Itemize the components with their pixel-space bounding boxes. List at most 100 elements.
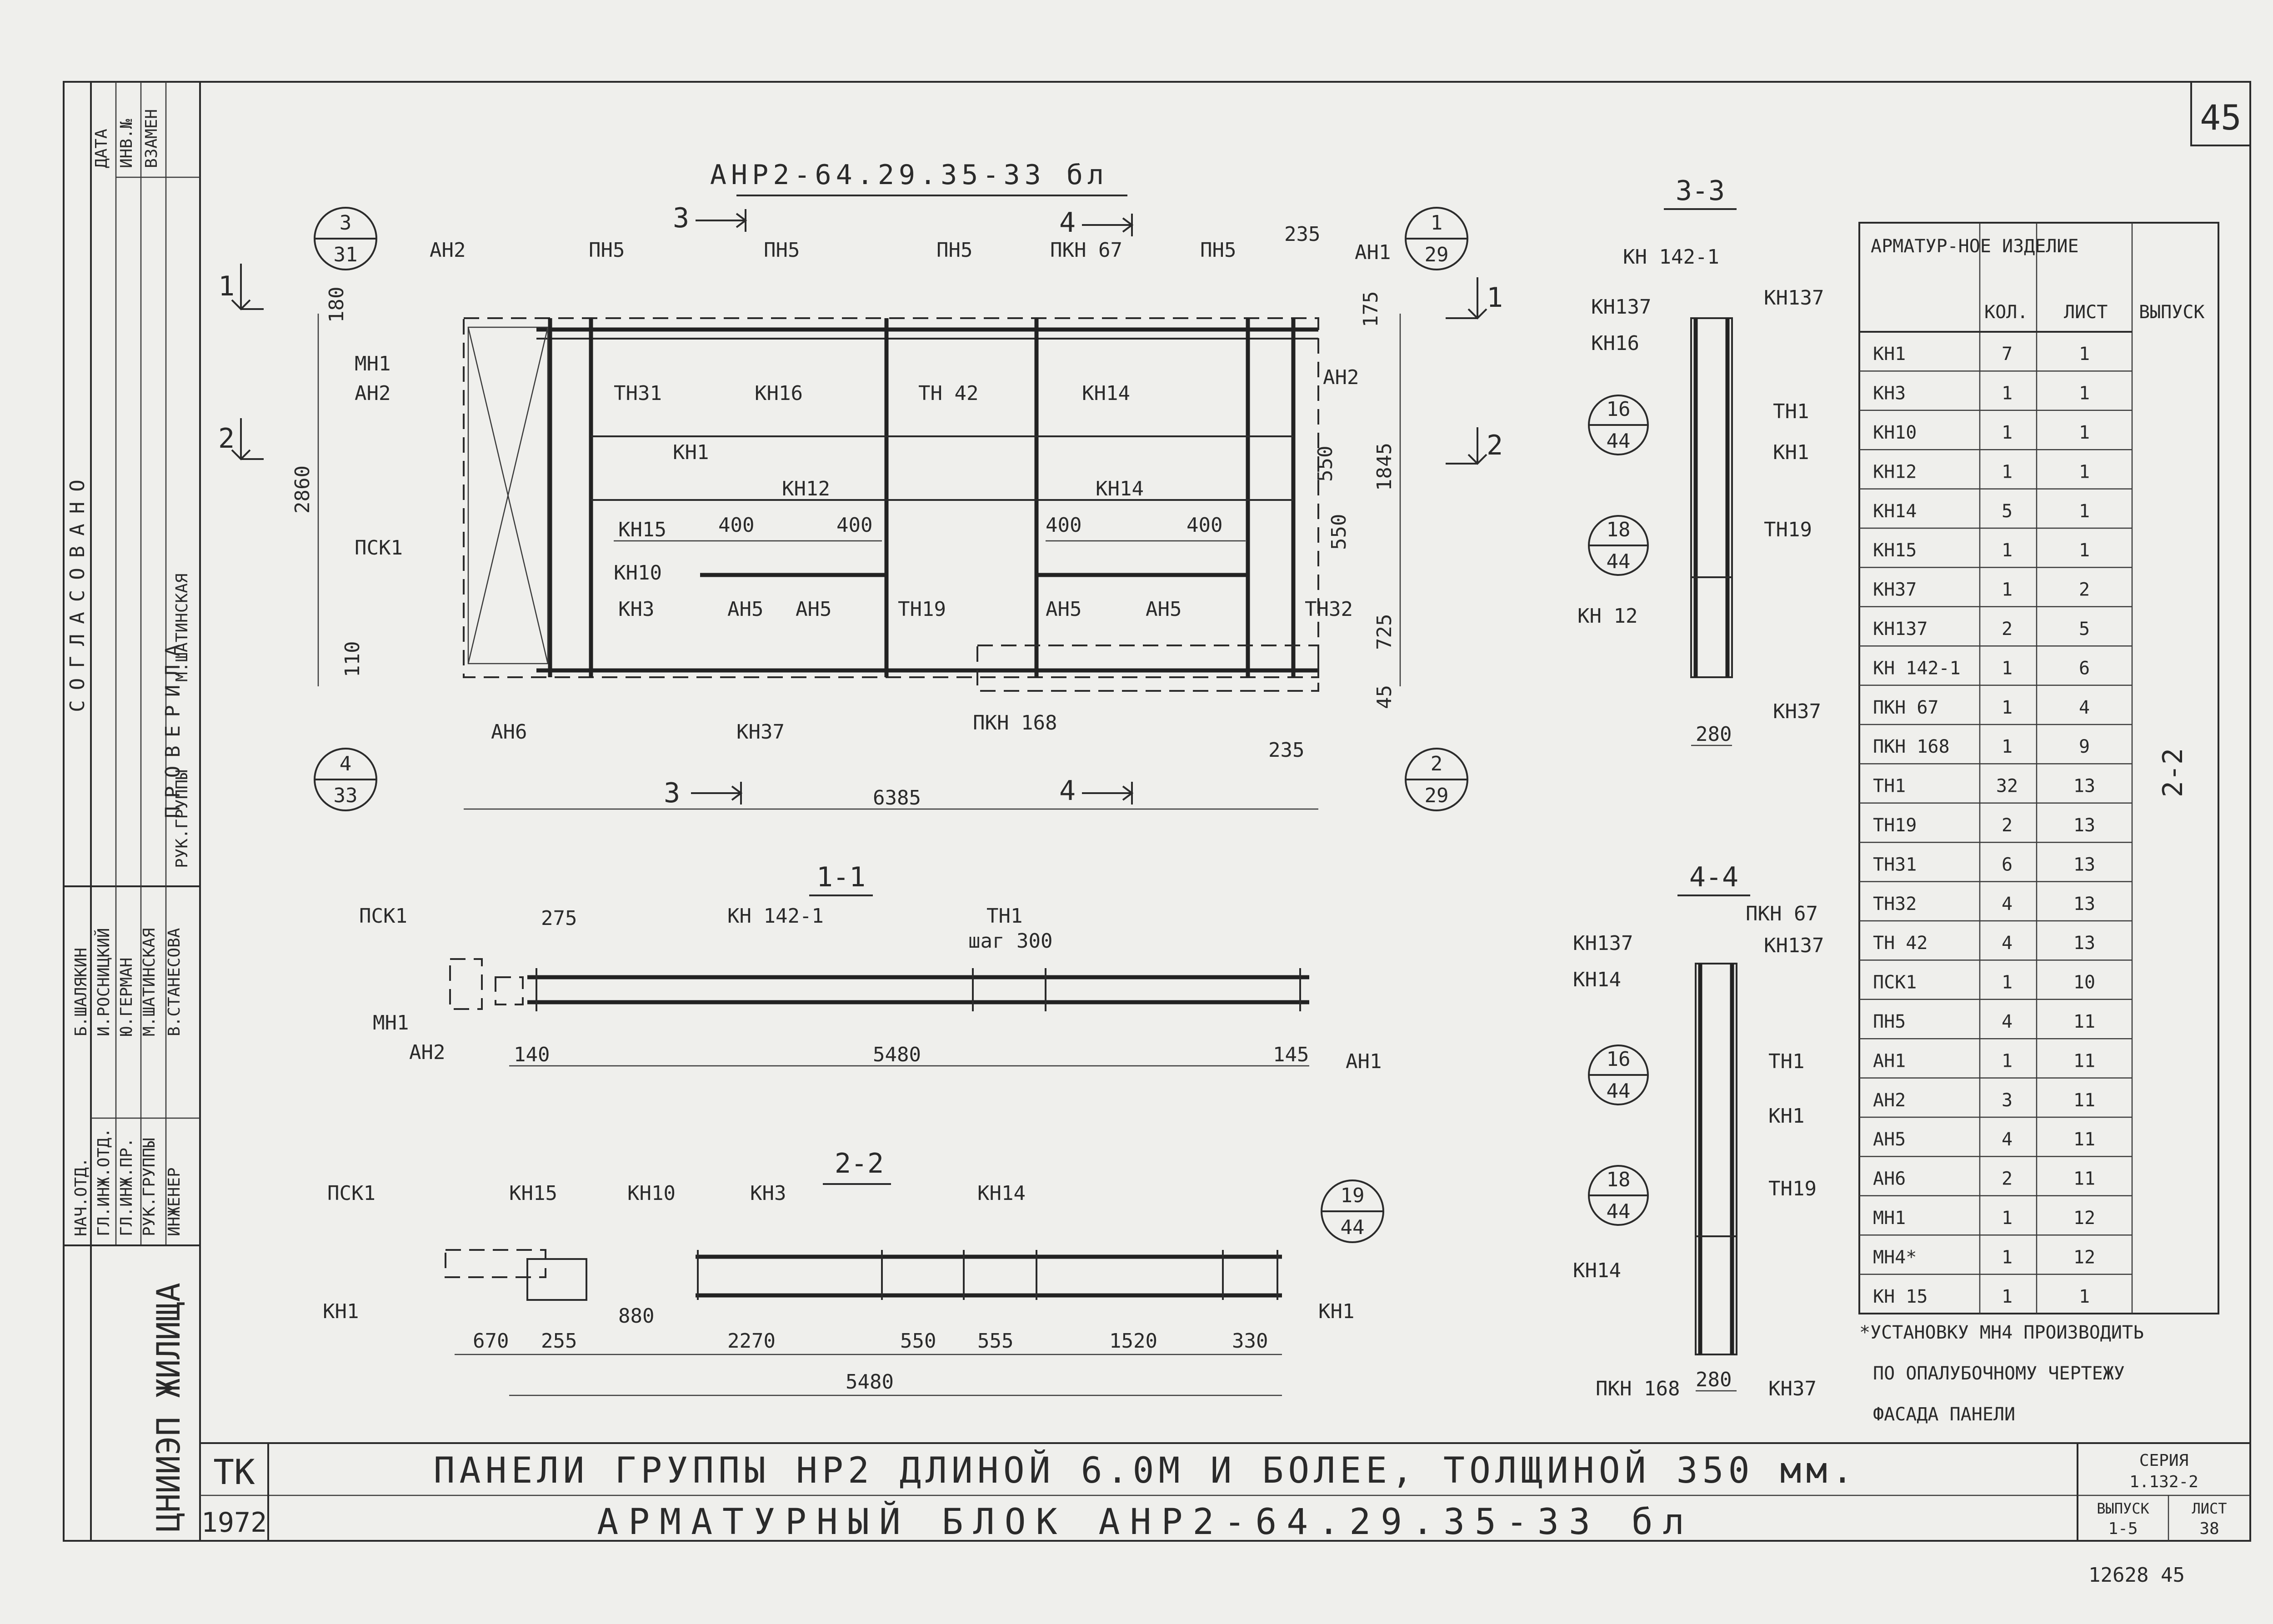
table-header-qty: КОЛ. — [1984, 302, 2028, 323]
table-cell-item: ТН31 — [1873, 854, 1917, 875]
table-cell-qty: 5 — [2002, 501, 2013, 522]
table-cell-sheet: 1 — [2079, 501, 2090, 522]
table-cell-qty: 3 — [2002, 1090, 2013, 1111]
svg-text:44: 44 — [1607, 1079, 1631, 1103]
table-cell-sheet: 13 — [2073, 854, 2095, 875]
main-dim-15: 6385 — [873, 786, 921, 810]
table-cell-sheet: 13 — [2073, 776, 2095, 797]
section-mark-4-bottom: 4 — [1059, 775, 1076, 807]
section-mark-4-top: 4 — [1059, 207, 1076, 239]
table-cell-qty: 7 — [2002, 344, 2013, 365]
s11-label-0: ПСК1 — [359, 904, 407, 928]
page-number-box: 45 — [2190, 81, 2251, 146]
s44-label-9: КН37 — [1768, 1377, 1817, 1400]
table-cell-sheet: 12 — [2073, 1208, 2095, 1229]
table-cell-qty: 1 — [2002, 972, 2013, 993]
main-label-7: МН1 — [355, 352, 391, 375]
s44-label-4: ТН1 — [1768, 1050, 1804, 1073]
section-mark-2-left: 2 — [218, 423, 235, 455]
col-header-date: ДАТА — [92, 129, 111, 168]
table-cell-item: КН137 — [1873, 619, 1928, 640]
s22-label-5: КН1 — [323, 1300, 359, 1323]
section-mark-2-right: 2 — [1487, 430, 1503, 461]
s22-dim-6: 1520 — [1109, 1329, 1157, 1353]
section-2-2: 2-2 ПСК1 КН15 КН10 КН3 КН14 КН1 КН1 670 … — [323, 1148, 1384, 1396]
table-cell-qty: 4 — [2002, 894, 2013, 914]
main-dim-14: 235 — [1268, 739, 1304, 762]
callout-18-44-a: 18 44 — [1588, 515, 1649, 576]
table-cell-item: ТН19 — [1873, 815, 1917, 836]
sheet-value: 38 — [2199, 1519, 2219, 1538]
left-approval-strip: СОГЛАСОВАНО ПРОВЕРИЛА РУК.ГРУППЫ М.ШАТИН… — [64, 82, 201, 1541]
table-cell-sheet: 1 — [2079, 344, 2090, 365]
table-cell-qty: 1 — [2002, 697, 2013, 718]
s33-label-3: КН16 — [1591, 332, 1639, 355]
page-number: 45 — [2200, 97, 2242, 138]
section-mark-1-right: 1 — [1487, 282, 1503, 314]
main-label-3: ПН5 — [936, 239, 972, 262]
bottom-stamp: 12628 45 — [2088, 1564, 2185, 1587]
name-1: Б.ШАЛЯКИН — [72, 948, 90, 1036]
s22-dim-4: 550 — [900, 1329, 936, 1353]
s33-label-2: КН137 — [1764, 286, 1824, 310]
s22-label-2: КН10 — [627, 1182, 676, 1205]
series-label: СЕРИЯ — [2139, 1451, 2188, 1470]
section-1-1: 1-1 ПСК1 КН 142-1 ТН1 шаг 300 МН1 АН2 АН… — [359, 861, 1382, 1073]
table-cell-qty: 1 — [2002, 658, 2013, 679]
main-view: АНР2-64.29.35-33 бл АН2 — [218, 159, 1503, 811]
main-label-20: КН3 — [618, 598, 654, 621]
main-label-5: ПН5 — [1200, 239, 1236, 262]
title-block: ТК 1972 ПАНЕЛИ ГРУППЫ НР2 ДЛИНОЙ 6.0М И … — [200, 1442, 2250, 1543]
svg-text:19: 19 — [1341, 1184, 1365, 1207]
table-note-2: ПО ОПАЛУБОЧНОМУ ЧЕРТЕЖУ — [1873, 1363, 2125, 1384]
table-cell-qty: 1 — [2002, 1286, 2013, 1307]
series-value: 1.132-2 — [2129, 1473, 2198, 1491]
section-4-4: 4-4 КН137 ПКН 67 КН137 КН14 ТН1 КН1 ТН19… — [1573, 861, 1824, 1400]
table-cell-sheet: 1 — [2079, 422, 2090, 443]
main-label-9: ТН31 — [614, 382, 662, 405]
s44-label-1: ПКН 67 — [1746, 902, 1818, 925]
table-cell-item: ТН 42 — [1873, 933, 1928, 954]
main-dim-5: 550 — [1314, 446, 1337, 482]
main-label-10: КН16 — [755, 382, 803, 405]
svg-text:4: 4 — [340, 752, 352, 775]
table-cell-sheet: 11 — [2073, 1169, 2095, 1189]
section-2-2-title: 2-2 — [835, 1148, 884, 1179]
table-cell-item: ПСК1 — [1873, 972, 1917, 993]
table-cell-sheet: 1 — [2079, 540, 2090, 561]
issue-value: 1-5 — [2108, 1519, 2138, 1538]
main-label-11: ТН 42 — [918, 382, 978, 405]
role-1: НАЧ.ОТД. — [72, 1158, 90, 1236]
table-cell-item: ПКН 67 — [1873, 697, 1939, 718]
table-cell-qty: 1 — [2002, 383, 2013, 404]
main-label-25: АН5 — [1146, 598, 1182, 621]
svg-text:2: 2 — [1431, 752, 1443, 775]
svg-text:1: 1 — [1431, 211, 1443, 235]
section-1-1-title: 1-1 — [816, 861, 866, 893]
s11-label-2: ТН1 — [986, 904, 1022, 928]
s22-label-3: КН3 — [750, 1182, 786, 1205]
main-label-19: КН10 — [614, 561, 662, 585]
table-cell-item: АН6 — [1873, 1169, 1906, 1189]
table-cell-sheet: 13 — [2073, 815, 2095, 836]
role-2: ГЛ.ИНЖ.ОТД. — [95, 1128, 113, 1236]
svg-text:18: 18 — [1607, 1168, 1631, 1191]
callout-3-31: 3 31 — [314, 207, 377, 270]
main-dim-12: 400 — [1046, 514, 1081, 537]
s22-dim-2: 880 — [618, 1304, 654, 1328]
role-3: ГЛ.ИНЖ.ПР. — [117, 1138, 136, 1236]
table-cell-qty: 4 — [2002, 933, 2013, 954]
table-cell-item: ТН1 — [1873, 776, 1906, 797]
main-dim-10: 400 — [718, 514, 754, 537]
table-cell-sheet: 11 — [2073, 1090, 2095, 1111]
callout-18-44-b: 18 44 — [1588, 1165, 1649, 1226]
table-cell-qty: 1 — [2002, 540, 2013, 561]
main-label-17: ПСК1 — [355, 536, 403, 560]
callout-16-44-b: 16 44 — [1588, 1044, 1649, 1105]
main-dim-11: 400 — [836, 514, 872, 537]
table-header-item: АРМАТУР-НОЕ ИЗДЕЛИЕ — [1871, 236, 2079, 257]
table-header-sheet: ЛИСТ — [2064, 302, 2108, 323]
s22-dim-8: 5480 — [846, 1370, 894, 1394]
